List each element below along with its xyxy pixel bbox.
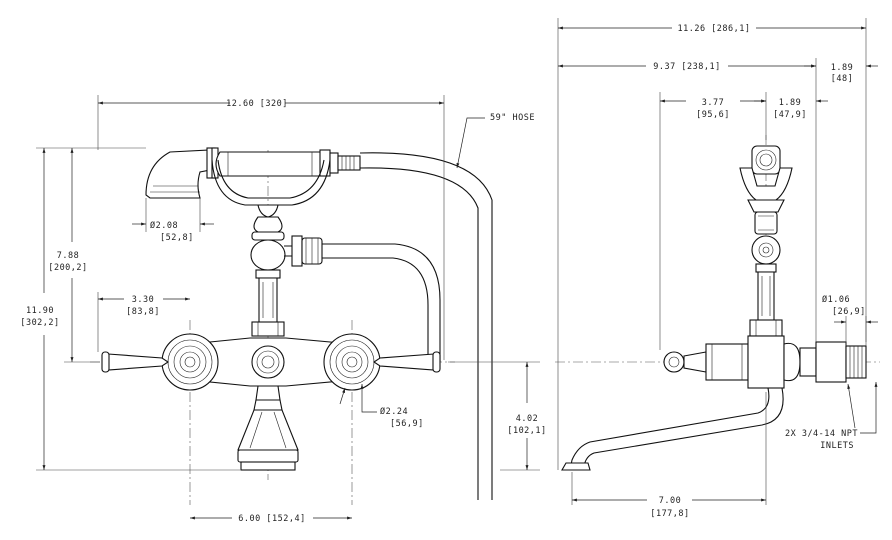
- dim-overall-depth: 11.26 [286,1]: [677, 24, 750, 34]
- dim-inlets-line1: 2X 3/4-14 NPT: [785, 429, 858, 439]
- dim-wall: 1.89: [831, 63, 853, 73]
- dim-handshower-dia: Ø2.08: [150, 220, 178, 231]
- dim-handshower-dia-mm: [52,8]: [160, 233, 194, 243]
- dim-height-upper: 7.88: [57, 251, 79, 261]
- dim-spout-reach-mm: [177,8]: [650, 509, 689, 519]
- dim-hose: 59" HOSE: [490, 113, 535, 123]
- dim-cradle-depth-mm: [47,9]: [773, 110, 807, 120]
- dim-height-total-mm: [302,2]: [20, 318, 59, 328]
- side-spout: [561, 387, 784, 471]
- dim-height-upper-mm: [200,2]: [48, 263, 87, 273]
- side-riser: [749, 211, 783, 337]
- dim-inlet-dia-mm: [26,9]: [832, 307, 866, 317]
- hose: [359, 152, 493, 500]
- dim-height-total: 11.90: [26, 306, 54, 316]
- dim-inlets-line2: INLETS: [820, 441, 854, 451]
- dim-overall-width: 12.60 [320]: [226, 99, 288, 109]
- dim-cradle-offset-mm: [95,6]: [696, 110, 730, 120]
- side-view: 11.26 [286,1] 9.37 [238,1] 1.89 [48] 3.7…: [555, 18, 880, 519]
- dim-spout-height-mm: [102,1]: [507, 426, 546, 436]
- diverter-pipe: [284, 235, 441, 362]
- riser: [250, 216, 286, 337]
- left-handle: [101, 333, 219, 391]
- handshower-head: [145, 147, 219, 199]
- dim-cradle-depth: 1.89: [779, 98, 801, 108]
- front-view: 12.60 [320] 59" HOSE Ø2.08 [52,8] 11.90 …: [20, 95, 546, 524]
- dim-wall-mm: [48]: [831, 74, 853, 84]
- side-handshower: [739, 145, 793, 213]
- dim-centers: 6.00 [152,4]: [238, 514, 305, 524]
- dim-inlet-dia: Ø1.06: [822, 294, 850, 305]
- dim-depth-2: 9.37 [238,1]: [653, 62, 720, 72]
- dim-flange-dia-mm: [56,9]: [390, 419, 424, 429]
- dim-spout-height: 4.02: [516, 414, 538, 424]
- spout-front: [237, 385, 299, 471]
- dim-flange-dia: Ø2.24: [380, 406, 408, 417]
- dim-spout-reach: 7.00: [659, 496, 681, 506]
- side-body: [663, 335, 867, 389]
- right-handle: [323, 333, 441, 391]
- dim-handle-offset-mm: [83,8]: [126, 307, 160, 317]
- dim-cradle-offset: 3.77: [702, 98, 724, 108]
- handshower-handle: [215, 149, 361, 177]
- dim-handle-offset: 3.30: [132, 295, 154, 305]
